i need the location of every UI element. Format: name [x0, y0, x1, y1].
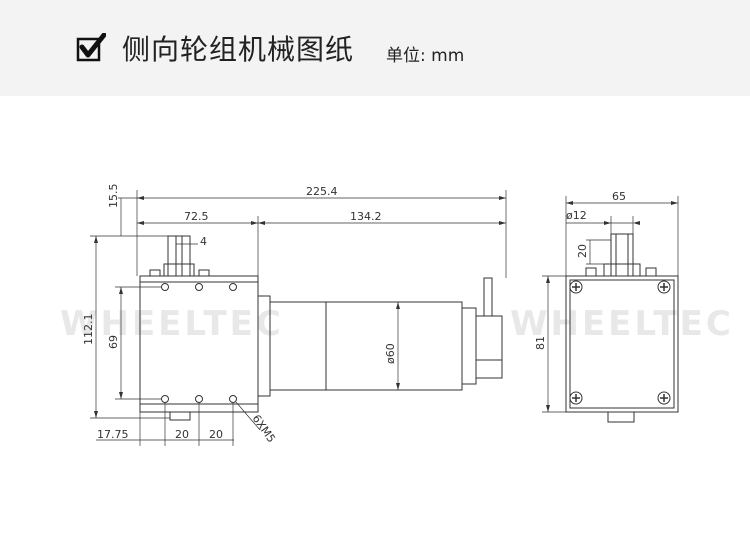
gearbox-body [139, 275, 259, 413]
dim-shaft-key: 4 [200, 235, 207, 248]
dim-motor-length: 134.2 [350, 210, 382, 223]
dim-body-length: 72.5 [184, 210, 209, 223]
dim-side-width: 65 [612, 190, 626, 203]
dim-overall-height: 112.1 [82, 314, 95, 346]
header-bar: 侧向轮组机械图纸 单位: mm [0, 0, 750, 96]
dim-shaft-height: 20 [576, 244, 589, 258]
dim-motor-diameter: ø60 [384, 343, 397, 364]
page-title: 侧向轮组机械图纸 [122, 33, 355, 66]
side-dimension-labels: 65 ø12 20 81 [534, 190, 626, 350]
side-dimensions [542, 196, 679, 413]
side-body [565, 275, 679, 413]
watermark-right: WHEELTEC [510, 304, 734, 344]
side-screw-crosses [572, 283, 668, 402]
dim-hole-spacing-vertical: 69 [107, 335, 120, 349]
motor-endcap [461, 307, 477, 385]
dim-hole-spacing-b: 20 [209, 428, 223, 441]
checkbox-check-icon [76, 33, 106, 62]
dim-side-height: 81 [534, 336, 547, 350]
dim-hole-spacing-a: 20 [175, 428, 189, 441]
unit-label: 单位: mm [386, 46, 465, 66]
dim-shaft-diameter: ø12 [566, 209, 587, 222]
encoder [475, 315, 503, 379]
dim-edge-offset: 17.75 [97, 428, 129, 441]
output-shaft [167, 235, 191, 277]
side-view [565, 233, 679, 423]
dim-shaft-offset-top: 15.5 [107, 184, 120, 209]
watermark-left: WHEELTEC [60, 304, 284, 344]
side-dimension-arrows [546, 201, 678, 412]
side-shaft [610, 233, 634, 277]
mechanical-drawing: WHEELTEC WHEELTEC [60, 184, 734, 446]
dim-screw-holes: 6XM5 [250, 412, 278, 445]
front-dimension-arrows [94, 196, 506, 418]
front-dimensions [90, 190, 507, 446]
dim-total-length: 225.4 [306, 185, 338, 198]
